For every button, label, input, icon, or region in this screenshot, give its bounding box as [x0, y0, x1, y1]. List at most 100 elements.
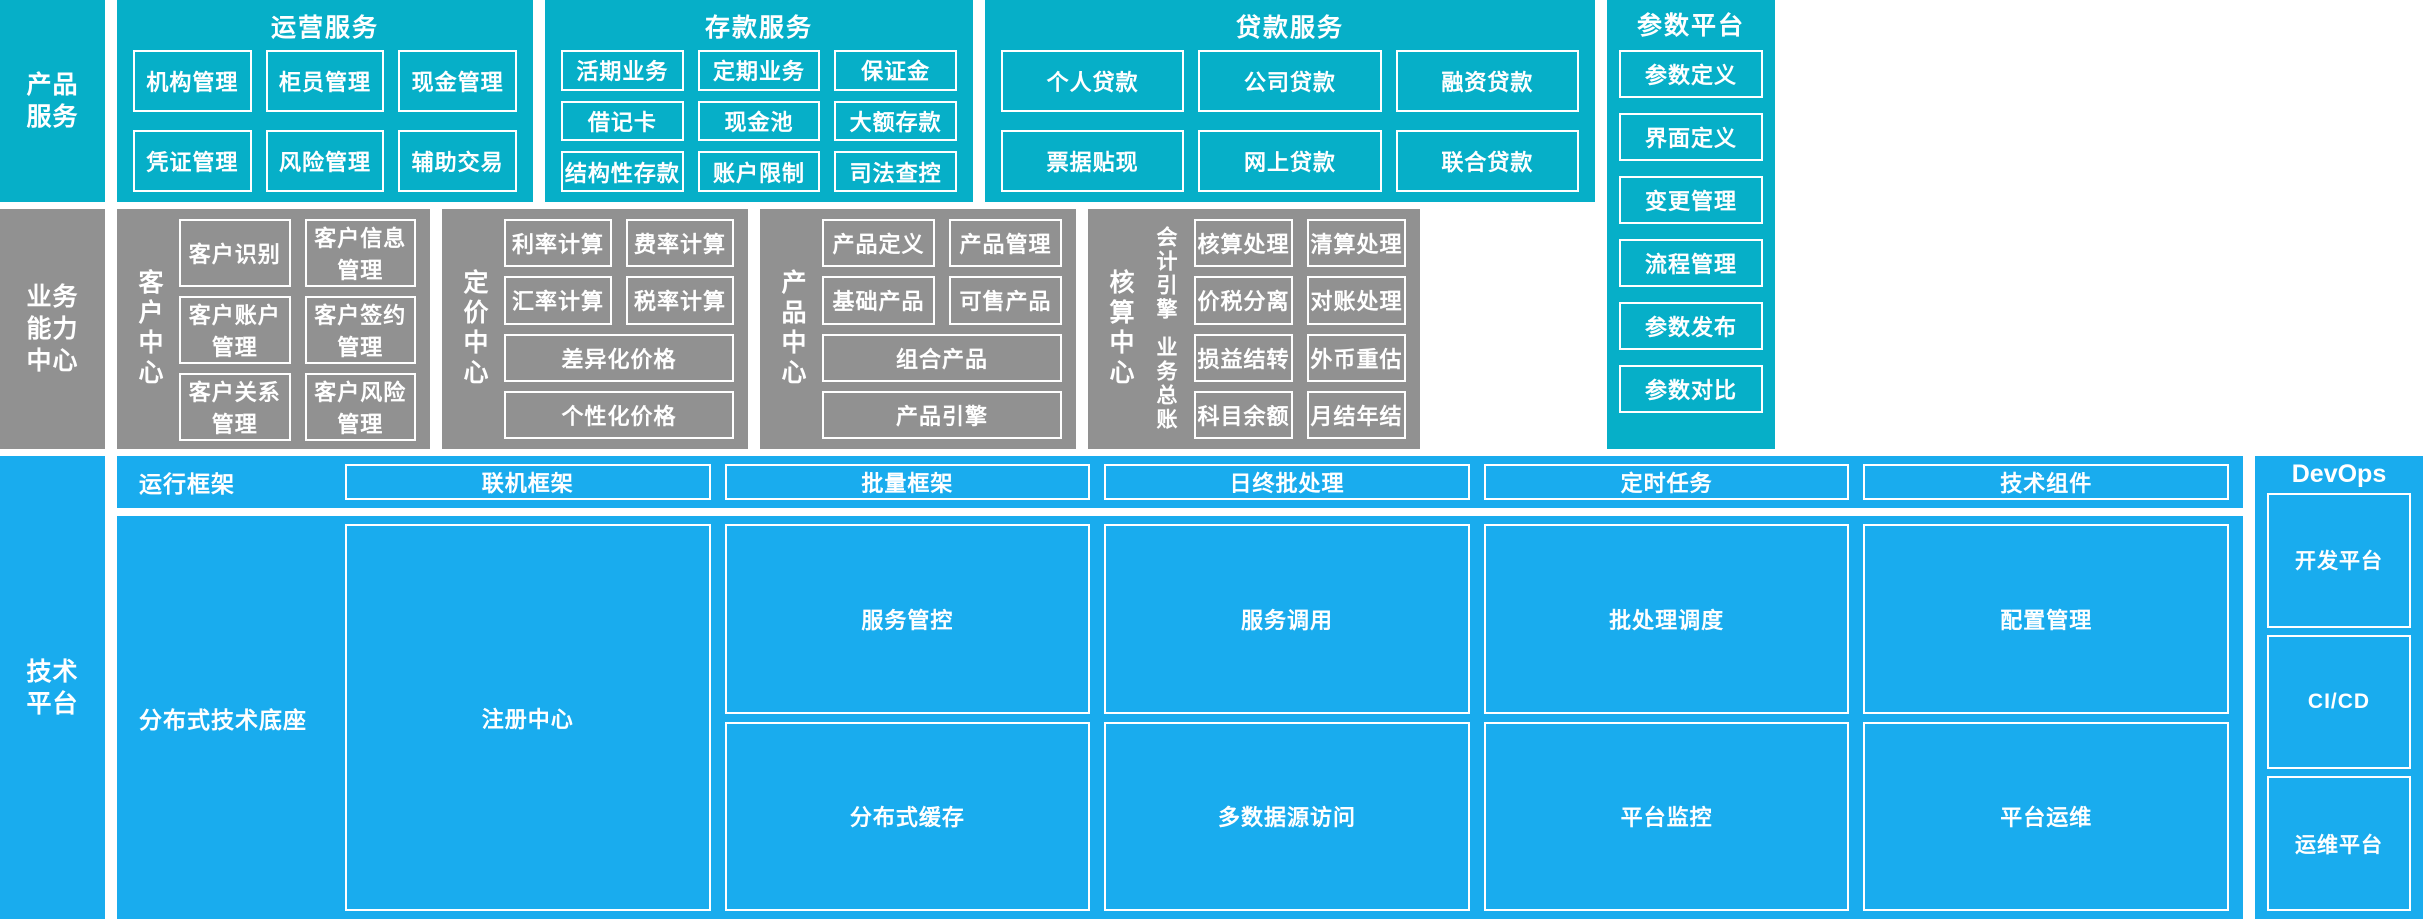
tile-cash-management[interactable]: 现金管理: [398, 50, 517, 112]
sub-label-accounting-engine: 会计引擎: [1154, 226, 1177, 322]
group-product-center: 产品中心 产品定义 产品管理 基础产品 可售产品 组合产品 产品引擎: [760, 209, 1076, 449]
tile-differentiated-price[interactable]: 差异化价格: [504, 333, 734, 382]
column-title-parameter-platform: 参数平台: [1636, 12, 1745, 40]
tile-parameter-release[interactable]: 参数发布: [1619, 302, 1763, 350]
tile-customer-info-management[interactable]: 客户信息管理: [304, 219, 416, 287]
band-label-product-service: 产品 服务: [0, 0, 105, 202]
tile-risk-management[interactable]: 风险管理: [265, 130, 385, 192]
tech-row-distributed-base: 分布式技术底座 注册中心 服务管控 服务调用 批处理调度 配置管理 分布式缓存 …: [117, 516, 2243, 919]
group-title-operation-service: 运营服务: [270, 14, 379, 42]
group-pricing-center: 定价中心 利率计算 费率计算 汇率计算 税率计算 差异化价格 个性化价格: [442, 209, 748, 449]
tile-multi-datasource-access[interactable]: 多数据源访问: [1104, 721, 1470, 911]
tile-batch-framework[interactable]: 批量框架: [724, 464, 1091, 500]
tile-tax-rate-calc[interactable]: 税率计算: [626, 276, 734, 325]
band-label-business-capability: 业务 能力 中心: [0, 209, 105, 449]
tile-account-restriction[interactable]: 账户限制: [697, 151, 821, 192]
tile-accounting-processing[interactable]: 核算处理: [1194, 219, 1293, 268]
technical-platform-band: 技术 平台 运行框架 联机框架 批量框架 日终批处理 定时任务 技术组件 分布式…: [0, 456, 2423, 919]
band-label-line: 服务: [26, 103, 79, 131]
tile-development-platform[interactable]: 开发平台: [2267, 493, 2411, 628]
tile-operations-platform[interactable]: 运维平台: [2267, 776, 2411, 912]
tile-product-management[interactable]: 产品管理: [949, 219, 1062, 268]
tile-large-deposit[interactable]: 大额存款: [834, 100, 957, 142]
tile-scheduled-task[interactable]: 定时任务: [1483, 464, 1850, 500]
column-title-devops: DevOps: [2291, 460, 2387, 488]
tile-foreign-currency-revaluation[interactable]: 外币重估: [1307, 333, 1406, 382]
tile-product-definition[interactable]: 产品定义: [822, 219, 935, 268]
column-devops: DevOps 开发平台 CI/CD 运维平台: [2255, 456, 2423, 919]
band-label-line: 业务: [26, 283, 79, 311]
tile-account-balance[interactable]: 科目余额: [1194, 390, 1293, 439]
tile-bill-discount[interactable]: 票据贴现: [1001, 130, 1185, 192]
tile-financing-loan[interactable]: 融资贷款: [1395, 50, 1579, 112]
tile-customer-risk-management[interactable]: 客户风险管理: [304, 373, 416, 441]
tile-process-management[interactable]: 流程管理: [1619, 239, 1763, 287]
tile-voucher-management[interactable]: 凭证管理: [133, 130, 252, 192]
tile-configuration-management[interactable]: 配置管理: [1863, 524, 2229, 714]
tile-change-management[interactable]: 变更管理: [1619, 176, 1763, 224]
tile-combined-product[interactable]: 组合产品: [822, 333, 1062, 382]
tile-cash-pool[interactable]: 现金池: [697, 100, 821, 142]
group-loan-service: 贷款服务 个人贷款 公司贷款 融资贷款 票据贴现 网上贷款 联合贷款: [985, 0, 1595, 202]
group-title-loan-service: 贷款服务: [1235, 14, 1344, 42]
tech-row-label-runtime-framework: 运行框架: [139, 471, 235, 497]
tile-product-engine[interactable]: 产品引擎: [822, 390, 1062, 439]
tile-reconciliation-processing[interactable]: 对账处理: [1307, 276, 1406, 325]
tile-basic-product[interactable]: 基础产品: [822, 276, 935, 325]
tile-registry-center[interactable]: 注册中心: [345, 524, 711, 911]
business-capability-band: 业务 能力 中心 客户中心 客户识别 客户信息管理 客户账户管理 客户签约管理 …: [0, 209, 2423, 449]
tile-teller-management[interactable]: 柜员管理: [265, 50, 385, 112]
tile-customer-relation-management[interactable]: 客户关系管理: [179, 373, 291, 441]
tile-service-governance[interactable]: 服务管控: [724, 524, 1091, 714]
tile-auxiliary-transaction[interactable]: 辅助交易: [398, 130, 517, 192]
tile-settlement-processing[interactable]: 清算处理: [1307, 219, 1406, 268]
tile-cicd[interactable]: CI/CD: [2267, 634, 2411, 770]
tile-fee-rate-calc[interactable]: 费率计算: [626, 219, 734, 268]
tile-corporate-loan[interactable]: 公司贷款: [1198, 50, 1382, 112]
tile-org-management[interactable]: 机构管理: [133, 50, 252, 112]
tech-row-label-distributed-base: 分布式技术底座: [139, 706, 307, 733]
tile-parameter-definition[interactable]: 参数定义: [1619, 50, 1763, 98]
tile-margin-deposit[interactable]: 保证金: [834, 50, 957, 91]
tile-customer-contract-management[interactable]: 客户签约管理: [304, 296, 416, 364]
column-parameter-platform: 参数平台 参数定义 界面定义 变更管理 流程管理 参数发布 参数对比: [1607, 0, 1775, 449]
tile-profit-loss-carryover[interactable]: 损益结转: [1194, 333, 1293, 382]
tile-personalized-price[interactable]: 个性化价格: [504, 390, 734, 439]
group-label-accounting-center: 核算中心: [1106, 269, 1134, 389]
tile-price-tax-separation[interactable]: 价税分离: [1194, 276, 1293, 325]
tile-platform-monitoring[interactable]: 平台监控: [1483, 721, 1850, 911]
tile-debit-card[interactable]: 借记卡: [561, 100, 684, 142]
tile-online-loan[interactable]: 网上贷款: [1198, 130, 1382, 192]
tile-joint-loan[interactable]: 联合贷款: [1395, 130, 1579, 192]
tile-interest-rate-calc[interactable]: 利率计算: [504, 219, 612, 268]
group-label-customer-center: 客户中心: [135, 269, 163, 389]
tile-parameter-compare[interactable]: 参数对比: [1619, 365, 1763, 413]
tile-customer-identification[interactable]: 客户识别: [179, 219, 291, 287]
tile-judicial-control[interactable]: 司法查控: [834, 151, 957, 192]
group-operation-service: 运营服务 机构管理 柜员管理 现金管理 凭证管理 风险管理 辅助交易: [117, 0, 533, 202]
tile-online-framework[interactable]: 联机框架: [345, 464, 711, 500]
tile-eod-batch-processing[interactable]: 日终批处理: [1104, 464, 1470, 500]
tile-structured-deposit[interactable]: 结构性存款: [561, 151, 684, 192]
tile-time-deposit[interactable]: 定期业务: [697, 50, 821, 91]
group-label-product-center: 产品中心: [778, 269, 806, 389]
tile-month-year-end-closing[interactable]: 月结年结: [1307, 390, 1406, 439]
tile-exchange-rate-calc[interactable]: 汇率计算: [504, 276, 612, 325]
tile-customer-account-management[interactable]: 客户账户管理: [179, 296, 291, 364]
group-label-pricing-center: 定价中心: [460, 269, 488, 389]
tile-batch-scheduling[interactable]: 批处理调度: [1483, 524, 1850, 714]
group-deposit-service: 存款服务 活期业务 定期业务 保证金 借记卡 现金池 大额存款 结构性存款 账户…: [545, 0, 973, 202]
tile-sellable-product[interactable]: 可售产品: [949, 276, 1062, 325]
band-label-technical-platform: 技术 平台: [0, 456, 105, 919]
tile-service-invocation[interactable]: 服务调用: [1104, 524, 1470, 714]
tile-platform-operations[interactable]: 平台运维: [1863, 721, 2229, 911]
tile-interface-definition[interactable]: 界面定义: [1619, 113, 1763, 161]
tech-row-runtime-framework: 运行框架 联机框架 批量框架 日终批处理 定时任务 技术组件: [117, 456, 2243, 508]
tile-distributed-cache[interactable]: 分布式缓存: [724, 721, 1091, 911]
sub-label-business-ledger: 业务总账: [1154, 336, 1177, 432]
tile-demand-deposit[interactable]: 活期业务: [561, 50, 684, 91]
band-label-line: 平台: [26, 689, 79, 718]
tile-technical-component[interactable]: 技术组件: [1863, 464, 2229, 500]
tile-personal-loan[interactable]: 个人贷款: [1001, 50, 1185, 112]
